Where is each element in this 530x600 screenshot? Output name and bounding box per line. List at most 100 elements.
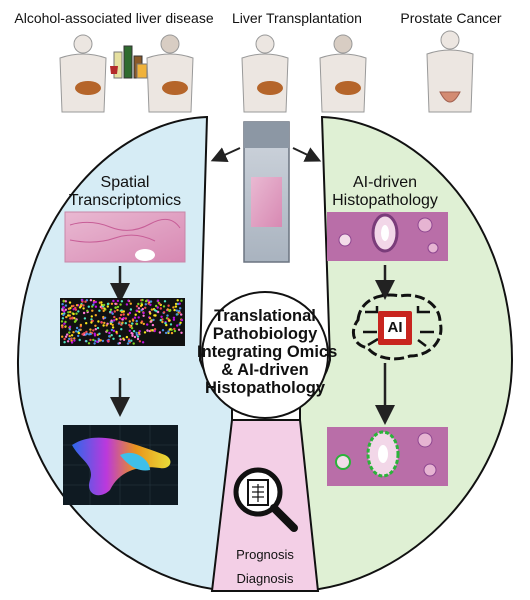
- spot: [94, 314, 98, 317]
- spot: [112, 299, 115, 303]
- spot: [67, 314, 70, 317]
- spot: [162, 305, 166, 308]
- patient-figure-alcohol-1: [59, 34, 107, 113]
- spot: [134, 313, 137, 316]
- spot: [68, 331, 71, 334]
- spot: [91, 309, 94, 312]
- spot: [100, 321, 103, 324]
- spot: [116, 305, 120, 309]
- spot: [129, 325, 132, 329]
- spot: [122, 317, 125, 320]
- spot: [69, 310, 72, 314]
- spot: [122, 310, 126, 313]
- spot: [124, 322, 128, 325]
- spot: [138, 310, 141, 313]
- spot: [73, 317, 76, 320]
- spot: [64, 335, 68, 338]
- spot: [65, 315, 68, 319]
- spot: [72, 308, 75, 311]
- spot: [109, 310, 112, 314]
- spot: [125, 303, 129, 306]
- spot: [149, 303, 152, 306]
- spot: [173, 327, 176, 331]
- spot: [87, 342, 91, 345]
- spot: [132, 342, 135, 345]
- spot: [73, 337, 76, 340]
- spot: [74, 308, 78, 311]
- spot: [85, 340, 88, 343]
- slide-tissue-section: [251, 177, 282, 227]
- spot: [133, 335, 137, 339]
- spot: [116, 299, 120, 303]
- spot: [137, 307, 141, 310]
- spot: [135, 319, 138, 323]
- spot: [106, 302, 110, 306]
- spot: [79, 323, 83, 327]
- spot: [83, 317, 87, 320]
- spot: [89, 332, 92, 336]
- spot: [132, 330, 136, 333]
- spot: [61, 303, 64, 306]
- spot: [153, 329, 156, 333]
- spot: [103, 307, 106, 310]
- spot: [172, 316, 176, 319]
- spot: [172, 306, 175, 309]
- spot: [122, 337, 125, 340]
- spot: [143, 331, 147, 334]
- spot: [112, 329, 116, 332]
- spot: [109, 322, 113, 325]
- spot: [137, 302, 140, 306]
- spot: [98, 301, 102, 304]
- spot: [158, 331, 162, 334]
- spot: [110, 319, 113, 322]
- spot: [92, 329, 95, 332]
- spot: [61, 317, 65, 320]
- spot: [141, 307, 144, 311]
- spot: [67, 311, 70, 314]
- spot: [113, 319, 116, 322]
- spot: [121, 321, 124, 324]
- spot: [152, 318, 155, 322]
- spot: [128, 329, 131, 332]
- spot: [127, 313, 130, 316]
- spot: [142, 311, 145, 315]
- spot: [98, 309, 101, 312]
- spot: [77, 310, 80, 313]
- magnifier-document-icon: [233, 467, 298, 532]
- spot: [66, 333, 69, 336]
- patient-figure-transplant-1: [241, 34, 289, 113]
- spot: [62, 300, 65, 303]
- spot: [112, 337, 115, 340]
- spot: [85, 330, 88, 334]
- spot: [161, 320, 164, 324]
- spot: [64, 304, 68, 307]
- spot: [156, 306, 159, 309]
- spot: [75, 304, 79, 307]
- patient-figure-alcohol-2: [146, 34, 194, 113]
- spot: [91, 305, 94, 308]
- spot: [127, 299, 130, 302]
- spot: [120, 300, 124, 303]
- spot: [142, 314, 145, 317]
- spot: [127, 339, 131, 343]
- spot: [126, 342, 130, 345]
- spot: [159, 319, 162, 322]
- spot: [93, 334, 97, 337]
- spot: [147, 299, 150, 302]
- patient-figure-transplant-2: [319, 34, 367, 113]
- label-alcohol-liver-disease: Alcohol-associated liver disease: [14, 10, 214, 26]
- spot: [111, 312, 114, 315]
- label-liver-transplantation: Liver Transplantation: [232, 10, 362, 26]
- spot: [167, 304, 170, 307]
- spot: [154, 304, 158, 308]
- spot: [61, 306, 65, 309]
- center-title: Translational Pathobiology Integrating O…: [197, 307, 338, 397]
- spot: [141, 298, 144, 302]
- spot: [92, 303, 95, 306]
- spot: [62, 310, 66, 313]
- spot: [180, 313, 183, 316]
- spot: [77, 331, 81, 335]
- spot: [168, 328, 171, 331]
- spot: [128, 311, 132, 315]
